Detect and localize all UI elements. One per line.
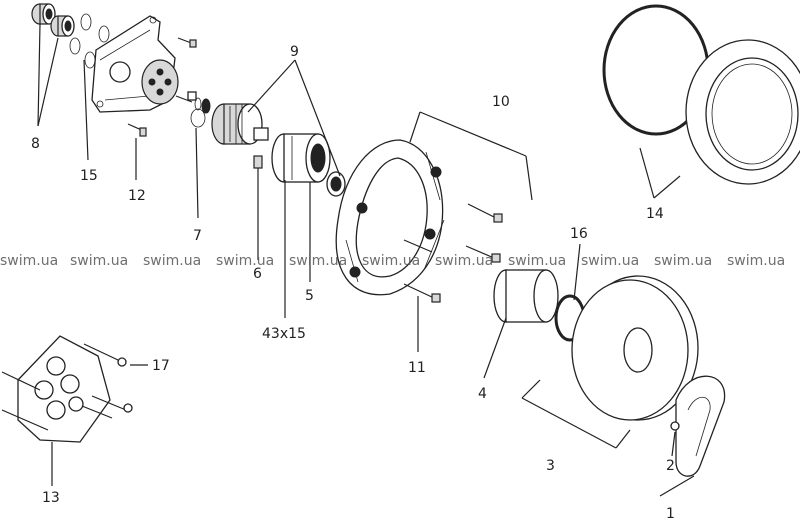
part-2-screw (670, 421, 680, 431)
part-1-handle (675, 375, 726, 477)
watermark-row: swim.ua swim.ua swim.ua swim.ua swim.ua … (0, 253, 785, 269)
valve-body (91, 15, 179, 113)
watermark: swim.ua (727, 253, 785, 269)
part-3-cover-plate (571, 275, 699, 421)
watermark: swim.ua (362, 253, 420, 269)
callout-3: 3 (546, 458, 555, 474)
watermark: swim.ua (654, 253, 712, 269)
part-6-screw (253, 155, 263, 260)
watermark: swim.ua (216, 253, 274, 269)
callout-6: 6 (253, 266, 262, 282)
callout-16: 16 (570, 226, 588, 242)
part-43x15-extension (271, 133, 331, 318)
callout-4: 4 (478, 386, 487, 402)
callout-13: 13 (42, 490, 60, 506)
callout-labels: 8 15 12 7 9 6 5 43x15 10 11 4 16 3 2 1 1… (31, 44, 675, 522)
part-7-small-parts (187, 91, 211, 128)
callout-7: 7 (193, 228, 202, 244)
watermark: swim.ua (289, 253, 347, 269)
callout-43x15: 43x15 (262, 326, 306, 342)
part-11-screws (403, 203, 503, 303)
part-15-o-rings (69, 13, 110, 69)
callout-2: 2 (666, 458, 675, 474)
watermark: swim.ua (435, 253, 493, 269)
part-8-seats (31, 3, 75, 37)
callout-9: 9 (290, 44, 299, 60)
callout-11: 11 (408, 360, 426, 376)
callout-17: 17 (152, 358, 170, 374)
callout-8: 8 (31, 136, 40, 152)
watermark: swim.ua (70, 253, 128, 269)
part-13-rear-body (1, 335, 133, 443)
watermark: swim.ua (581, 253, 639, 269)
part-5-nut (326, 171, 346, 197)
watermark: swim.ua (508, 253, 566, 269)
callout-12: 12 (128, 188, 146, 204)
part-14-rosette (602, 4, 800, 185)
callout-14: 14 (646, 206, 664, 222)
part-9-cartridge (211, 103, 269, 145)
watermark: swim.ua (0, 253, 58, 269)
watermark: swim.ua (143, 253, 201, 269)
callout-10: 10 (492, 94, 510, 110)
part-12-screws (127, 37, 197, 137)
callout-15: 15 (80, 168, 98, 184)
callout-5: 5 (305, 288, 314, 304)
leader-lines (37, 23, 695, 497)
callout-1: 1 (666, 506, 675, 522)
part-4-sleeve (493, 269, 559, 323)
part-10-mounting-plate (335, 139, 445, 296)
